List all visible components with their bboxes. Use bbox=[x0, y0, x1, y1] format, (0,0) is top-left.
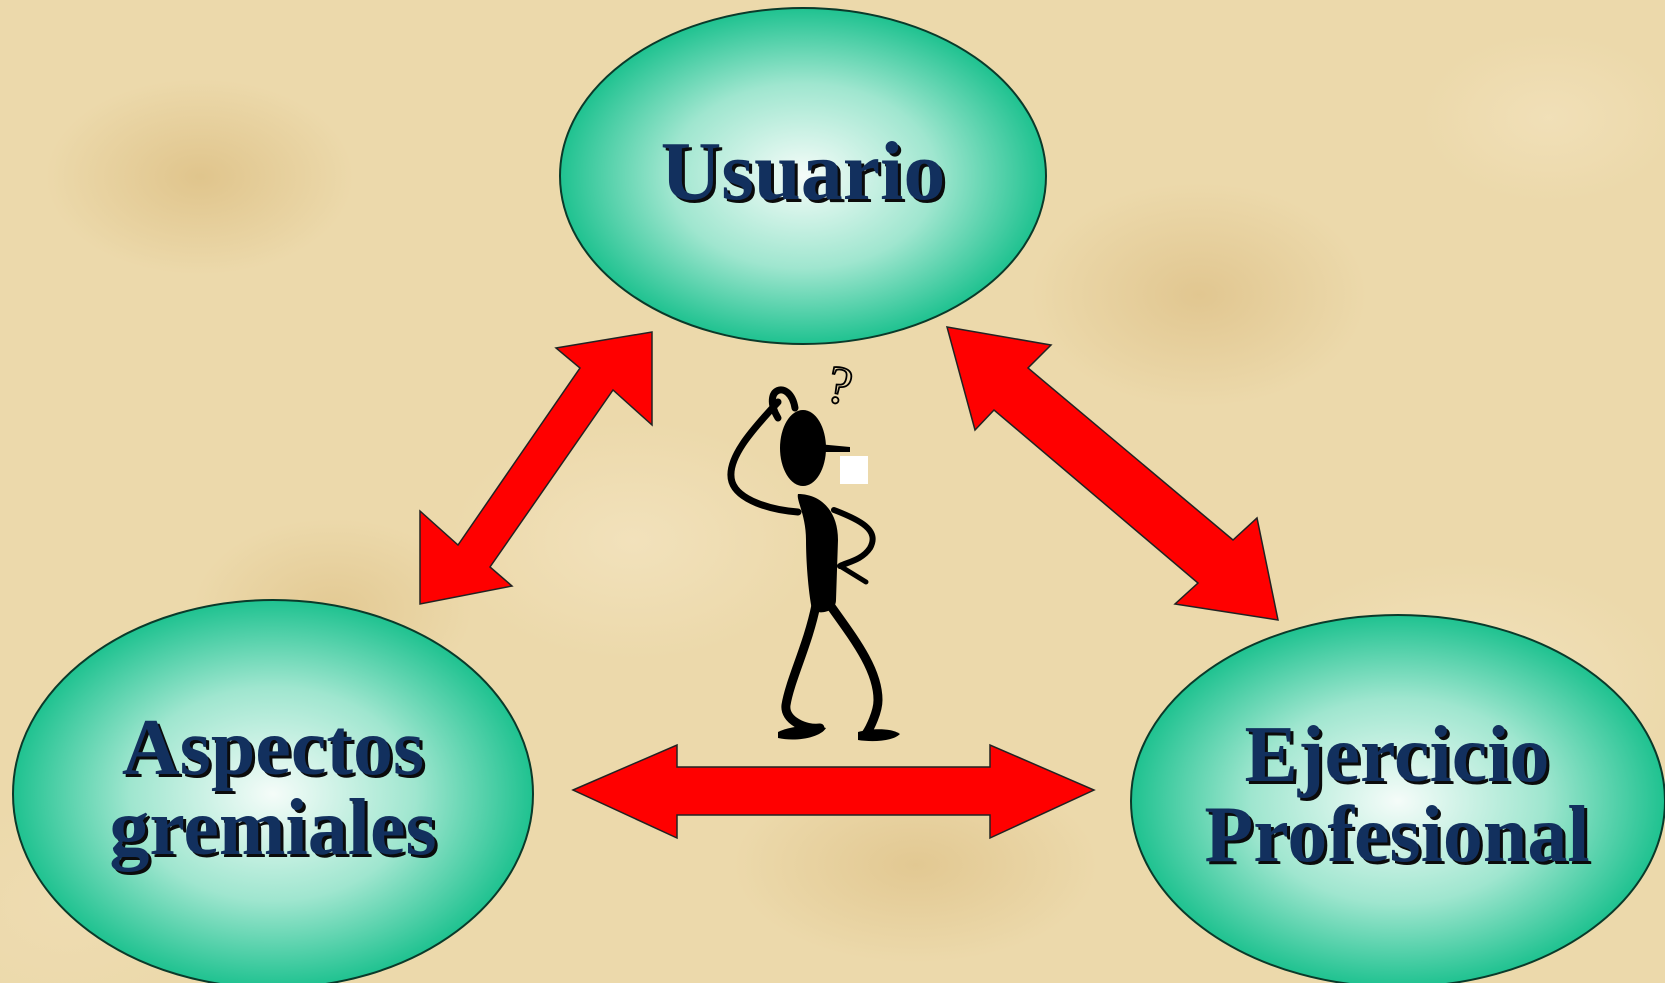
aspectos-gremiales-node bbox=[12, 599, 534, 983]
ejercicio-profesional-node bbox=[1130, 614, 1665, 983]
aspectos-gremiales-label: Aspectos gremiales bbox=[109, 704, 437, 872]
arrow-aspectos-ejercicio bbox=[571, 743, 1096, 840]
white-square-mark bbox=[840, 456, 868, 484]
usuario-node bbox=[559, 7, 1047, 345]
thinking-figure: ? bbox=[727, 353, 900, 742]
usuario-label: Usuario bbox=[660, 125, 946, 218]
question-mark: ? bbox=[822, 353, 858, 417]
arrow-usuario-aspectos-shaft bbox=[419, 331, 653, 605]
ejercicio-profesional-label: Ejercicio Profesional bbox=[1204, 711, 1590, 879]
arrow-usuario-ejercicio bbox=[945, 326, 1279, 621]
